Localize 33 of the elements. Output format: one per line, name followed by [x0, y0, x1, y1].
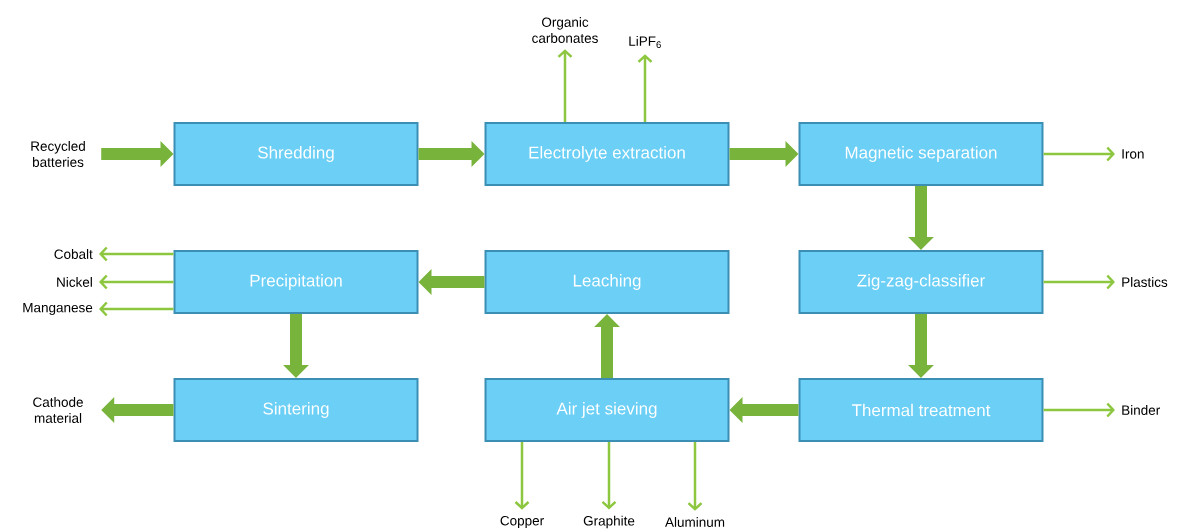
output-label: Manganese [23, 302, 93, 316]
arrow [1043, 146, 1115, 162]
arrow [637, 54, 653, 122]
arrow [1043, 402, 1115, 418]
output-label: Nickel [57, 277, 92, 287]
output-label: Cathode material [33, 397, 83, 423]
arrow [687, 442, 703, 511]
arrow [557, 49, 573, 122]
output-label: LiPF$_{6}$ [629, 36, 661, 48]
arrow [99, 274, 174, 290]
output-label: Binder [1122, 405, 1160, 415]
arrow [99, 301, 174, 317]
output-label: Copper [500, 515, 544, 529]
output-label: Plastics [1122, 277, 1168, 287]
output-label: Recycled batteries [31, 141, 85, 167]
process-box: Air jet sieving [484, 378, 730, 442]
arrow [99, 246, 174, 262]
process-box: Thermal treatment [798, 378, 1044, 442]
output-label: Organic carbonates [532, 17, 598, 43]
arrow [601, 442, 617, 510]
process-box: Sintering [173, 378, 419, 442]
process-box: Magnetic separation [798, 122, 1044, 186]
arrow [514, 442, 530, 510]
output-label: Cobalt [54, 249, 93, 259]
process-box: Zig-zag-classifier [798, 250, 1044, 314]
process-box: Leaching [484, 250, 730, 314]
output-label: Aluminum [665, 517, 725, 527]
output-label: Iron [1122, 149, 1144, 159]
process-box: Precipitation [173, 250, 419, 314]
process-box: Shredding [173, 122, 419, 186]
output-label: Graphite [583, 515, 635, 529]
arrow [1043, 274, 1115, 290]
process-box: Electrolyte extraction [484, 122, 730, 186]
